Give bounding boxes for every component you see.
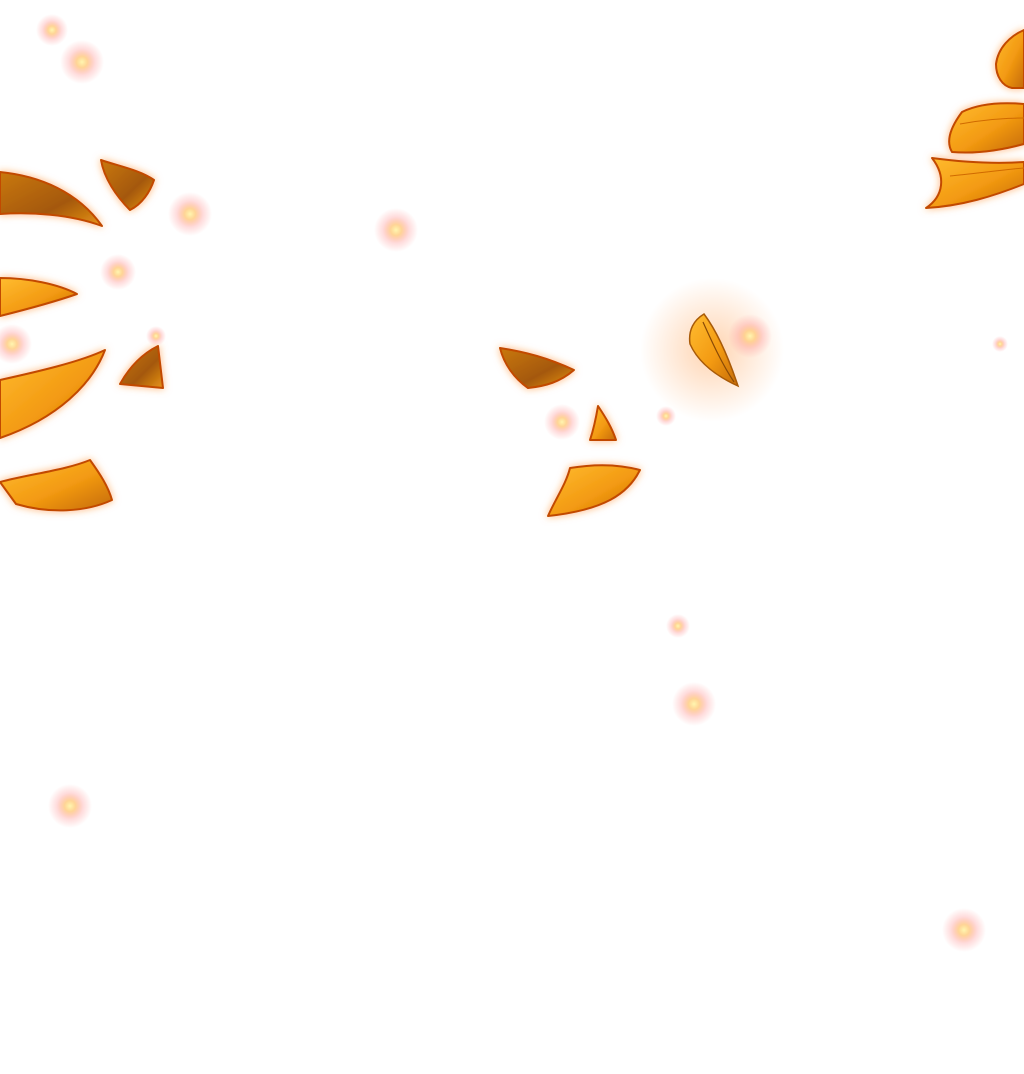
- sparkle: [36, 14, 68, 46]
- sparkle: [656, 406, 676, 426]
- petal: [0, 277, 78, 317]
- petal: [995, 29, 1024, 89]
- sparkle: [168, 192, 212, 236]
- sparkle: [146, 326, 166, 346]
- top-right-petal-cluster: [925, 29, 1024, 209]
- petal: [499, 347, 575, 389]
- glowing-petal: [640, 278, 784, 422]
- petal-vein: [949, 167, 1024, 177]
- sparkle: [48, 784, 92, 828]
- sparkle: [672, 682, 716, 726]
- petal-vein: [702, 321, 735, 383]
- sparkle: [544, 404, 580, 440]
- center-petal-cluster: [499, 347, 641, 517]
- sparkle: [100, 254, 136, 290]
- sparkle: [666, 614, 690, 638]
- petal: [0, 459, 113, 512]
- petal: [100, 159, 155, 211]
- sparkle: [0, 324, 32, 364]
- sparkle: [992, 336, 1008, 352]
- petal: [589, 405, 617, 441]
- petal: [948, 102, 1024, 154]
- petal-vein: [959, 117, 1024, 125]
- left-petal-cluster: [0, 159, 164, 512]
- sparkle: [374, 208, 418, 252]
- sparkles: [0, 14, 1008, 952]
- sparkle: [60, 40, 104, 84]
- sparkle: [942, 908, 986, 952]
- sparkle: [728, 314, 772, 358]
- petal: [0, 349, 106, 439]
- petal: [119, 345, 164, 389]
- petal: [547, 464, 641, 517]
- petal: [0, 171, 103, 227]
- petal: [925, 157, 1024, 209]
